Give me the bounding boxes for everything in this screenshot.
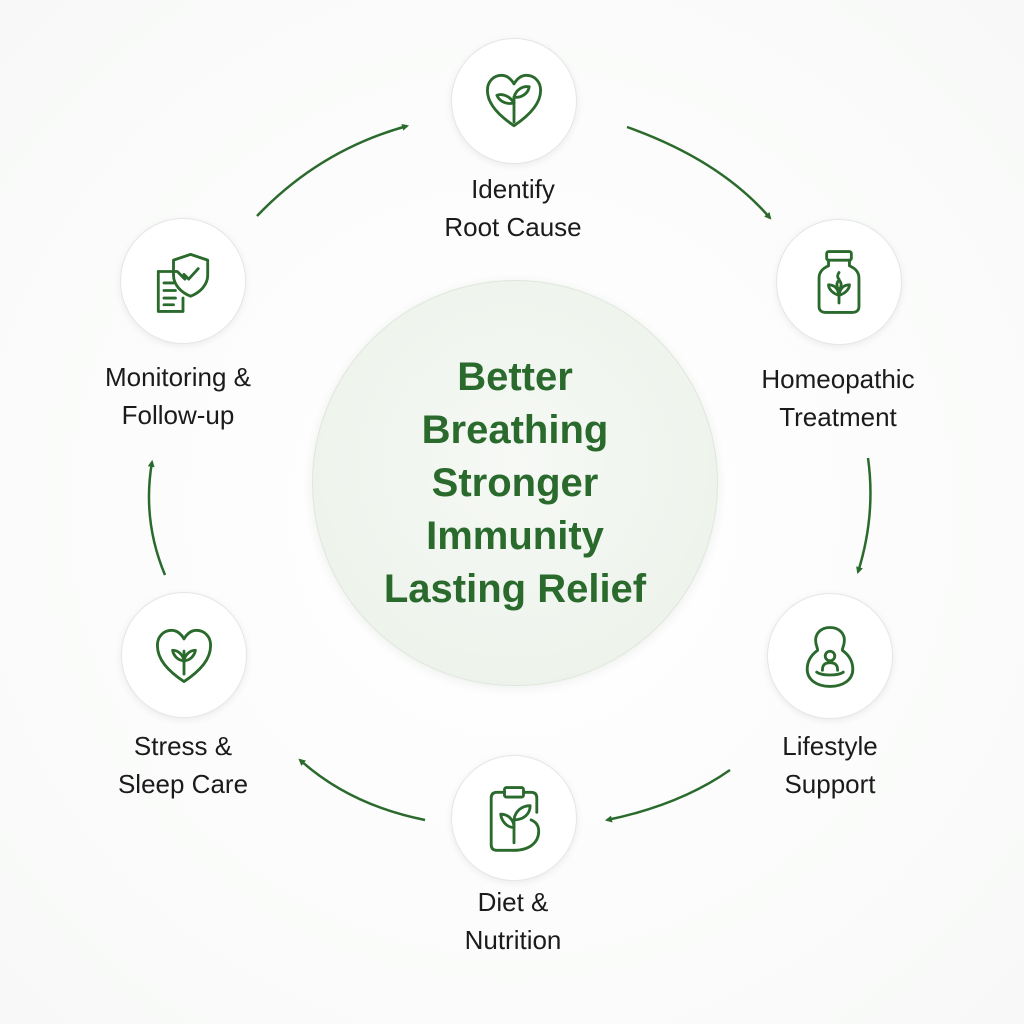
step-label-stress-sleep-care: Stress & Sleep Care bbox=[117, 731, 249, 799]
arrow-diet-to-stress bbox=[298, 758, 426, 822]
arrow-monitoring-to-root-cause bbox=[256, 123, 410, 217]
center-line: Immunity bbox=[426, 513, 604, 558]
step-label-identify-root-cause: Identify Root Cause bbox=[444, 174, 582, 242]
step-label-diet-nutrition: Diet & Nutrition bbox=[464, 887, 562, 955]
arrow-root-cause-to-treatment bbox=[626, 125, 772, 220]
arrow-lifestyle-to-diet bbox=[604, 768, 731, 823]
step-label-monitoring-follow-up: Monitoring & Follow-up bbox=[105, 362, 251, 430]
center-line: Lasting Relief bbox=[383, 566, 647, 611]
step-label-homeopathic-treatment: Homeopathic Treatment bbox=[761, 364, 915, 432]
center-line: Better bbox=[457, 354, 573, 399]
center-outcome-circle: Better Breathing Stronger Immunity Lasti… bbox=[312, 280, 718, 686]
center-line: Breathing bbox=[421, 407, 609, 452]
clipboard-leaf-icon bbox=[451, 755, 577, 881]
meditation-icon bbox=[767, 593, 893, 719]
remedy-jar-icon bbox=[776, 219, 902, 345]
heart-leaf-icon bbox=[121, 592, 247, 718]
arrow-treatment-to-lifestyle bbox=[856, 457, 872, 575]
center-line: Stronger bbox=[431, 460, 599, 505]
report-shield-icon bbox=[120, 218, 246, 344]
arrow-stress-to-monitoring bbox=[147, 459, 167, 576]
step-label-lifestyle-support: Lifestyle Support bbox=[782, 731, 878, 799]
heart-sprout-icon bbox=[451, 38, 577, 164]
